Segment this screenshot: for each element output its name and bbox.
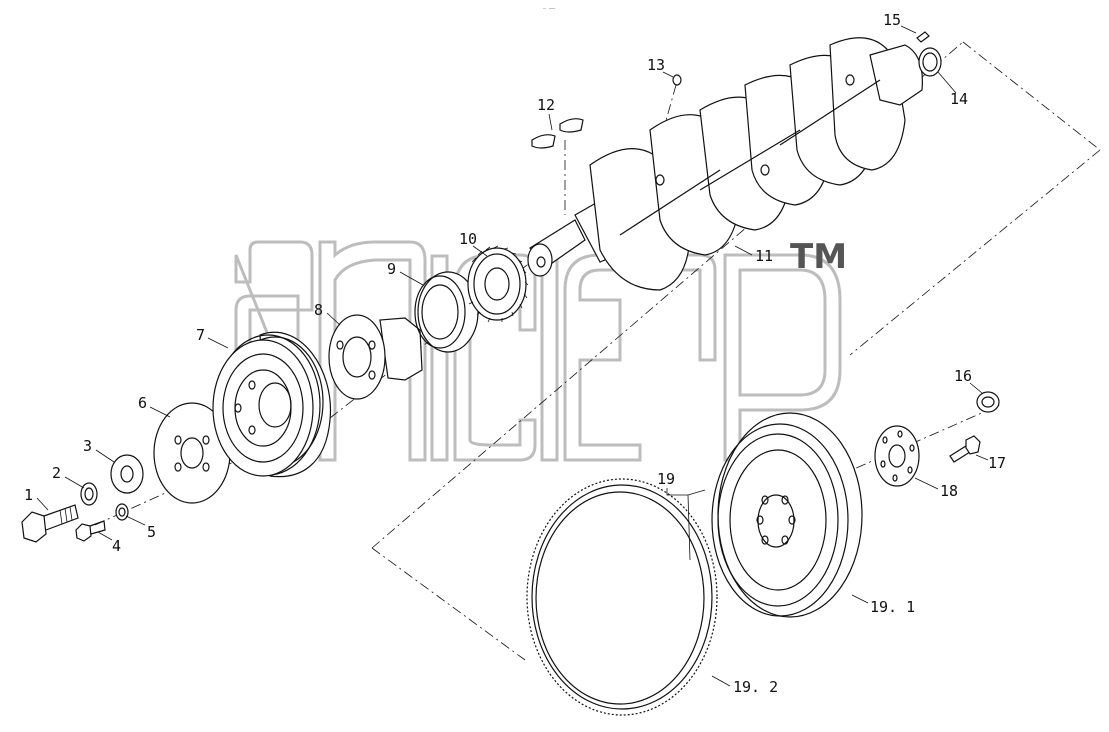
callout-16: 16	[954, 367, 972, 385]
key-12	[531, 118, 584, 149]
callout-15: 15	[883, 11, 901, 29]
gear-10	[467, 245, 529, 323]
bearing-14	[918, 47, 942, 77]
washer-2	[80, 482, 98, 506]
washer-3	[110, 454, 144, 494]
plate-18	[874, 425, 920, 487]
crankshaft-11	[527, 37, 923, 291]
seal-9	[414, 271, 479, 353]
callout-10: 10	[459, 230, 477, 248]
bolt-4	[75, 520, 106, 542]
callout-9: 9	[387, 260, 396, 278]
leader-lines	[36, 25, 989, 687]
ring-gear-19-2	[526, 478, 718, 716]
bolt-17	[949, 435, 981, 463]
hub-8	[328, 314, 423, 400]
pulley-7	[212, 331, 332, 478]
callouts: 1 2 3 4 5 6 7 8 9 10 11 12 13 14 15 16 1…	[24, 11, 1006, 696]
callout-17: 17	[988, 454, 1006, 472]
callout-3: 3	[83, 437, 92, 455]
callout-1: 1	[24, 486, 33, 504]
callout-19-2: 19. 2	[733, 678, 778, 696]
callout-5: 5	[147, 523, 156, 541]
callout-12: 12	[537, 96, 555, 114]
callout-14: 14	[950, 90, 968, 108]
callout-6: 6	[138, 394, 147, 412]
callout-4: 4	[112, 537, 121, 555]
bolt-1	[21, 504, 79, 543]
pin-15	[916, 31, 930, 43]
flywheel-19-1	[711, 412, 863, 618]
seal-16	[976, 391, 1000, 413]
callout-11: 11	[755, 247, 773, 265]
callout-8: 8	[314, 301, 323, 319]
callout-7: 7	[196, 326, 205, 344]
callout-13: 13	[647, 56, 665, 74]
washer-5	[115, 503, 129, 521]
callout-18: 18	[940, 482, 958, 500]
corner-mark: — ──	[543, 6, 556, 12]
trademark-sign: ТМ	[790, 237, 847, 277]
pin-13	[672, 74, 682, 86]
callout-2: 2	[52, 464, 61, 482]
callout-19-1: 19. 1	[870, 598, 915, 616]
callout-19: 19	[657, 470, 675, 488]
